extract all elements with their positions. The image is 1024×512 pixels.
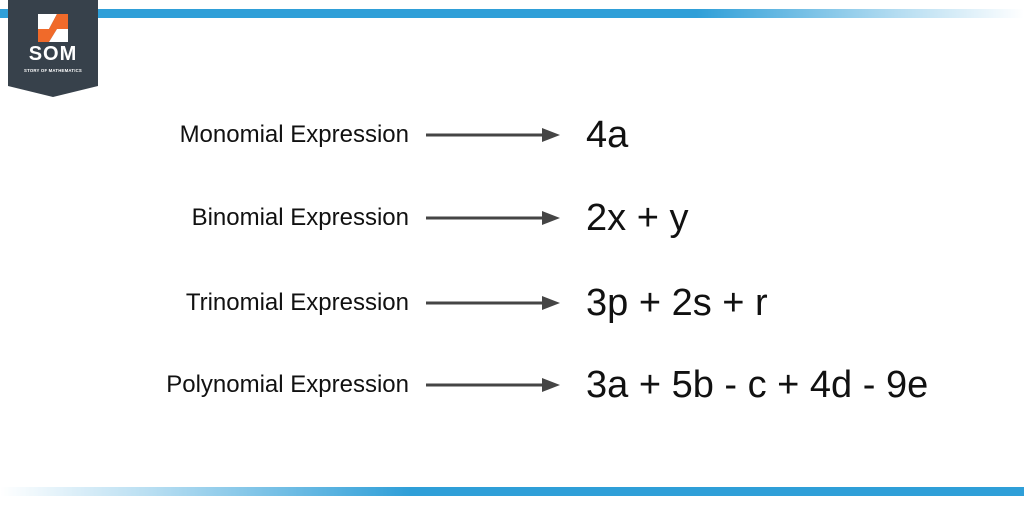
expression-row-trinomial: Trinomial Expression 3p + 2s + r	[0, 278, 1024, 328]
brand-title: SOM	[28, 43, 78, 65]
row-expression: 2x + y	[586, 197, 689, 239]
right-arrow-icon	[426, 211, 560, 225]
top-accent-bar	[0, 9, 1024, 18]
row-label: Monomial Expression	[179, 121, 409, 148]
row-label: Polynomial Expression	[166, 371, 409, 398]
som-logo-icon	[38, 14, 68, 42]
right-arrow-icon	[426, 296, 560, 310]
bottom-accent-bar	[0, 487, 1024, 496]
row-label: Trinomial Expression	[185, 289, 409, 316]
row-expression: 4a	[586, 114, 629, 156]
expression-row-polynomial: Polynomial Expression 3a + 5b - c + 4d -…	[0, 360, 1024, 410]
som-logo-badge: SOM STORY OF MATHEMATICS	[8, 0, 98, 97]
row-expression: 3p + 2s + r	[586, 282, 768, 324]
right-arrow-icon	[426, 128, 560, 142]
row-label: Binomial Expression	[191, 204, 409, 231]
row-expression: 3a + 5b - c + 4d - 9e	[586, 364, 929, 406]
expression-row-monomial: Monomial Expression 4a	[0, 110, 1024, 160]
brand-subtitle: STORY OF MATHEMATICS	[24, 68, 82, 73]
expression-row-binomial: Binomial Expression 2x + y	[0, 193, 1024, 243]
badge-background	[8, 0, 98, 97]
right-arrow-icon	[426, 378, 560, 392]
